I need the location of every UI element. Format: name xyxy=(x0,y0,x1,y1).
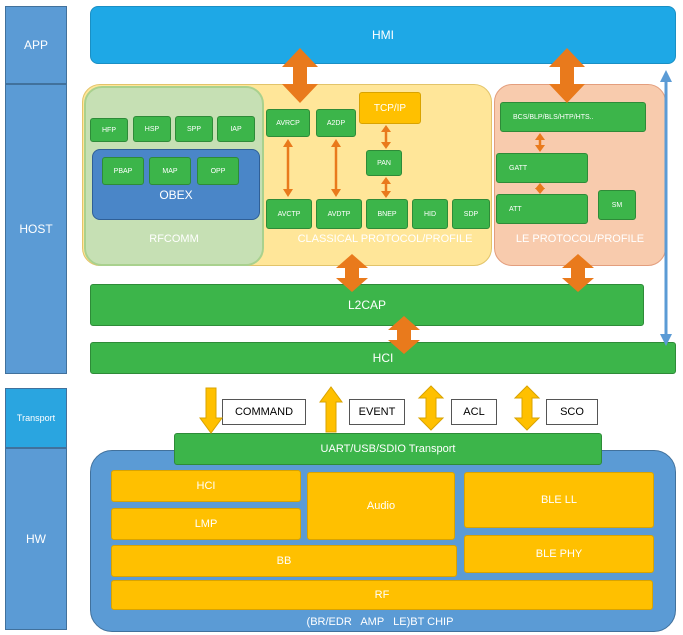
proto-sdp: SDP xyxy=(452,199,490,229)
profile-pbap-label: PBAP xyxy=(113,167,133,175)
le-gatt-label: GATT xyxy=(509,164,528,172)
le-label: LE PROTOCOL/PROFILE xyxy=(515,233,645,245)
le-sm-label: SM xyxy=(611,201,623,209)
proto-bnep-label: BNEP xyxy=(377,210,397,218)
profile-hfp-label: HFP xyxy=(102,126,116,134)
profile-spp-label: SPP xyxy=(186,125,201,133)
label-sco-text: SCO xyxy=(560,406,584,418)
arrow-event-up xyxy=(319,386,343,433)
chip-ble-ll: BLE LL xyxy=(464,472,654,528)
chip-ble-phy-label: BLE PHY xyxy=(535,548,583,560)
le-gatt: GATT xyxy=(496,153,588,183)
chip-lmp: LMP xyxy=(111,508,301,540)
profile-map: MAP xyxy=(149,157,191,185)
le-att: ATT xyxy=(496,194,588,224)
label-event: EVENT xyxy=(349,399,405,425)
chip-hci-label: HCI xyxy=(196,480,216,492)
layer-hw: HW xyxy=(5,448,67,630)
proto-hid-label: HID xyxy=(423,210,437,218)
hci-host-label: HCI xyxy=(372,351,394,365)
label-sco: SCO xyxy=(546,399,598,425)
proto-hid: HID xyxy=(412,199,448,229)
l2cap-block: L2CAP xyxy=(90,284,644,326)
layer-hw-label: HW xyxy=(26,532,46,546)
proto-avdtp: AVDTP xyxy=(316,199,362,229)
le-att-label: ATT xyxy=(509,205,522,213)
proto-avrcp: AVRCP xyxy=(266,109,310,137)
l2cap-label: L2CAP xyxy=(347,298,387,312)
proto-pan-label: PAN xyxy=(377,159,391,167)
profile-pbap: PBAP xyxy=(102,157,144,185)
chip-label: (BR/EDR AMP LE)BT CHIP xyxy=(306,616,454,628)
layer-host-label: HOST xyxy=(19,222,53,236)
layer-app-label: APP xyxy=(23,38,48,52)
proto-avdtp-label: AVDTP xyxy=(327,210,351,218)
chip-bb-label: BB xyxy=(276,555,292,567)
proto-a2dp-label: A2DP xyxy=(326,119,346,127)
le-profiles-label: BCS/BLP/BLS/HTP/HTS.. xyxy=(513,113,594,121)
profile-hsp-label: HSP xyxy=(144,125,160,133)
proto-pan: PAN xyxy=(366,150,402,176)
rfcomm-label: RFCOMM xyxy=(149,233,199,245)
proto-avctp: AVCTP xyxy=(266,199,312,229)
chip-audio: Audio xyxy=(307,472,455,540)
proto-a2dp: A2DP xyxy=(316,109,356,137)
chip-rf-label: RF xyxy=(374,589,390,601)
profile-spp: SPP xyxy=(175,116,213,142)
chip-rf: RF xyxy=(111,580,653,610)
chip-hci: HCI xyxy=(111,470,301,502)
layer-transport: Transport xyxy=(5,388,67,448)
proto-tcpip-label: TCP/IP xyxy=(373,102,407,114)
arrow-command-down xyxy=(199,387,223,434)
profile-hfp: HFP xyxy=(90,118,128,142)
profile-iap: IAP xyxy=(217,116,255,142)
hmi-block: HMI xyxy=(90,6,676,64)
arrow-acl-both xyxy=(417,385,445,431)
hci-host-block: HCI xyxy=(90,342,676,374)
profile-hsp: HSP xyxy=(133,116,171,142)
proto-tcpip: TCP/IP xyxy=(359,92,421,124)
chip-audio-label: Audio xyxy=(366,500,396,512)
transport-bus-label: UART/USB/SDIO Transport xyxy=(320,443,456,455)
chip-ble-phy: BLE PHY xyxy=(464,535,654,573)
label-event-text: EVENT xyxy=(358,406,396,418)
chip-ble-ll-label: BLE LL xyxy=(540,494,578,506)
profile-iap-label: IAP xyxy=(230,125,242,133)
transport-bus: UART/USB/SDIO Transport xyxy=(174,433,602,465)
layer-host: HOST xyxy=(5,84,67,374)
le-profiles: BCS/BLP/BLS/HTP/HTS.. xyxy=(500,102,646,132)
classic-label: CLASSICAL PROTOCOL/PROFILE xyxy=(297,233,473,245)
hmi-label: HMI xyxy=(372,28,394,42)
chip-bb: BB xyxy=(111,545,457,577)
proto-avctp-label: AVCTP xyxy=(277,210,301,218)
layer-app: APP xyxy=(5,6,67,84)
layer-transport-label: Transport xyxy=(16,413,56,423)
profile-opp: OPP xyxy=(197,157,239,185)
label-acl: ACL xyxy=(451,399,497,425)
chip-lmp-label: LMP xyxy=(194,518,218,530)
proto-sdp-label: SDP xyxy=(463,210,479,218)
label-command-text: COMMAND xyxy=(234,406,294,418)
profile-map-label: MAP xyxy=(162,167,178,175)
proto-bnep: BNEP xyxy=(366,199,408,229)
arrow-sco-both xyxy=(513,385,541,431)
label-acl-text: ACL xyxy=(463,406,485,418)
label-command: COMMAND xyxy=(222,399,306,425)
le-sm: SM xyxy=(598,190,636,220)
obex-label: OBEX xyxy=(159,188,193,202)
profile-opp-label: OPP xyxy=(210,167,226,175)
proto-avrcp-label: AVRCP xyxy=(276,119,300,127)
